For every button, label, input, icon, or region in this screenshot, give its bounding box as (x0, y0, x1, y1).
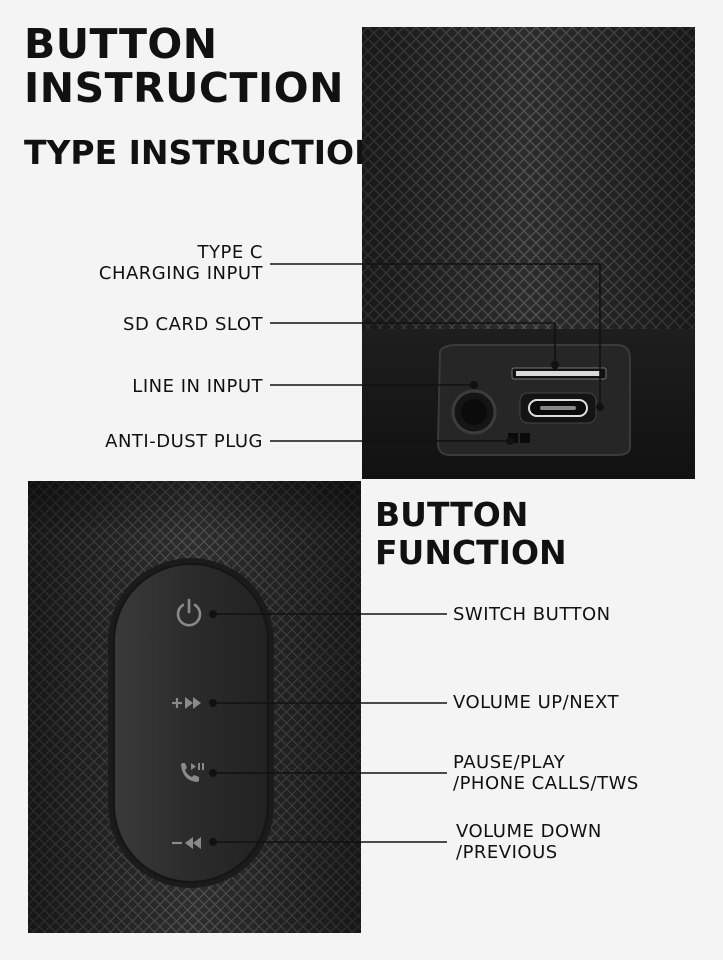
plus-forward-icon[interactable] (171, 694, 209, 712)
volume-down-label: VOLUME DOWN /PREVIOUS (456, 821, 602, 863)
type-instruction-heading: TYPE INSTRUCTION (24, 133, 382, 172)
minus-rewind-icon[interactable] (171, 834, 209, 852)
title-line-2: INSTRUCTION (24, 64, 344, 112)
phone-play-pause-icon[interactable] (178, 761, 206, 785)
switch-button-label: SWITCH BUTTON (453, 604, 611, 625)
anti-dust-label: ANTI-DUST PLUG (105, 431, 263, 452)
button-function-heading: BUTTON FUNCTION (375, 495, 567, 572)
title-line-1: BUTTON (24, 20, 218, 68)
speaker-ports-image (362, 27, 695, 479)
line-in-label: LINE IN INPUT (132, 376, 263, 397)
type-c-label: TYPE C CHARGING INPUT (98, 242, 263, 284)
port-leader-lines (270, 263, 604, 445)
power-icon[interactable] (174, 597, 204, 627)
volume-up-label: VOLUME UP/NEXT (453, 692, 620, 713)
pause-play-label: PAUSE/PLAY /PHONE CALLS/TWS (453, 752, 639, 794)
page-title: BUTTON INSTRUCTION (24, 22, 344, 110)
sd-card-label: SD CARD SLOT (123, 314, 263, 335)
